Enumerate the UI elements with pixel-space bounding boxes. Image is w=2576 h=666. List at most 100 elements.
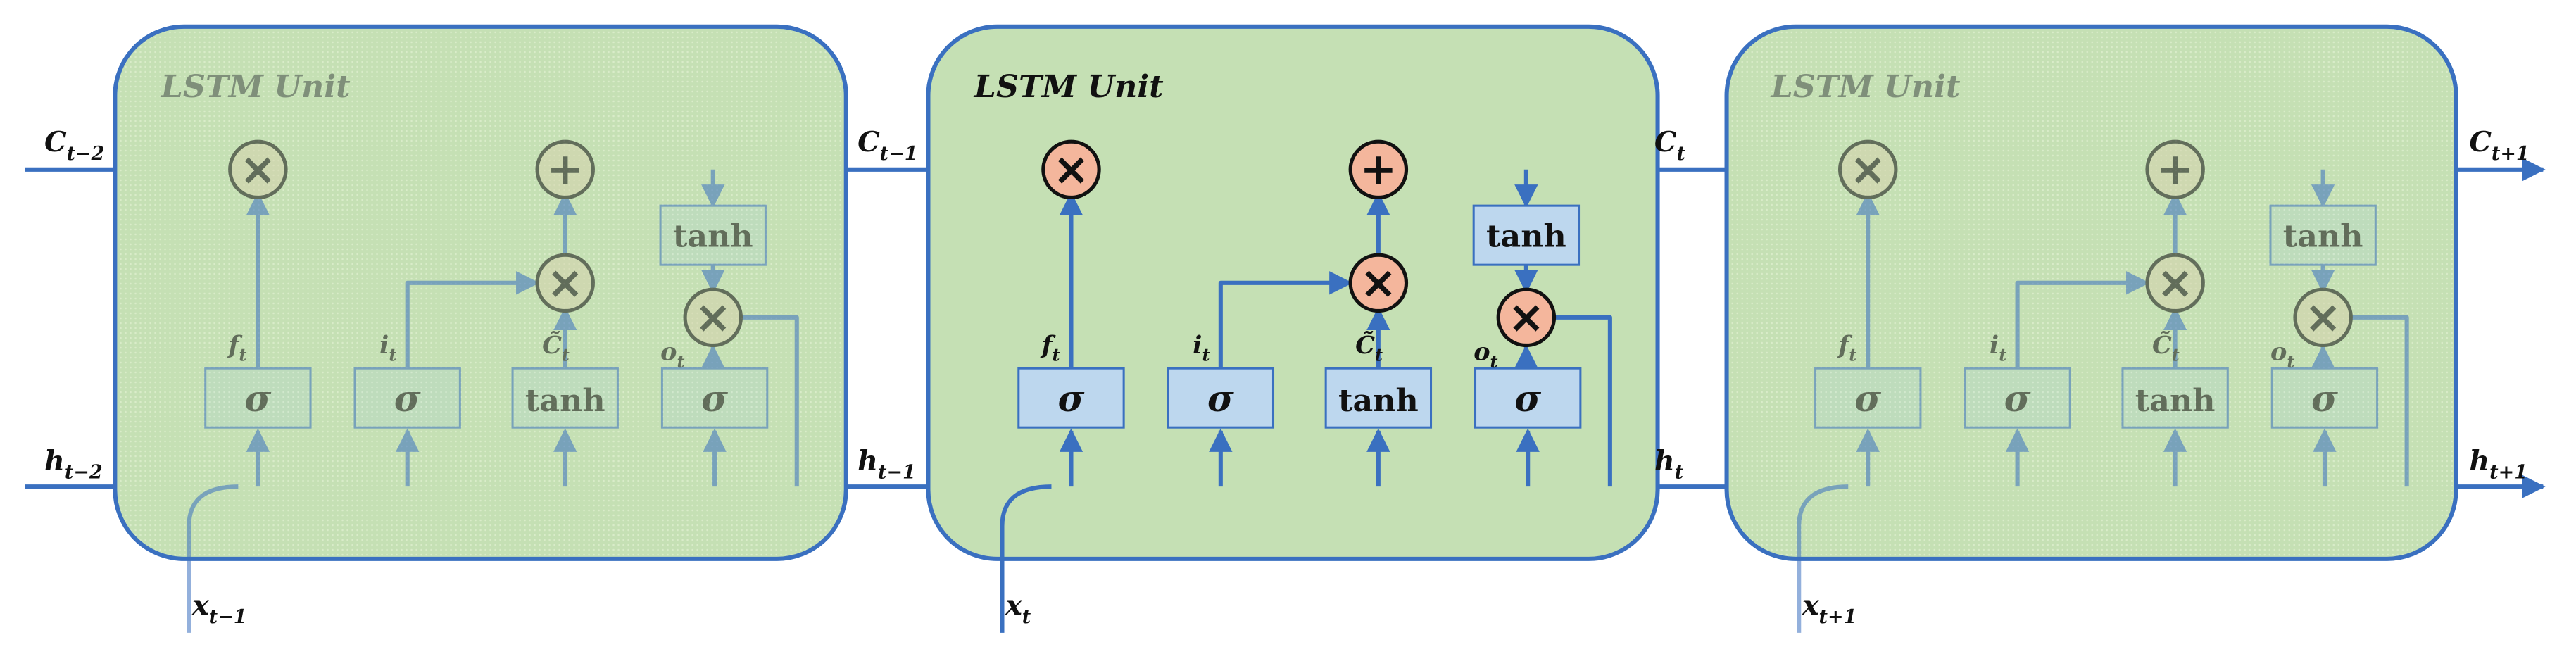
- output-multiply-op-symbol: ×: [694, 291, 731, 343]
- hidden-state-label: ht: [1654, 445, 1684, 484]
- lstm-unit-title: LSTM Unit: [1770, 68, 1961, 105]
- forget-multiply-op-symbol: ×: [239, 144, 277, 195]
- cell-output-label-symbol: C: [2469, 126, 2492, 158]
- gate-box: [1017, 367, 1125, 429]
- input-line: [1000, 484, 1052, 633]
- input-gate-out-line: [1218, 271, 1353, 369]
- cell-add-op: [1348, 139, 1409, 200]
- gate-box: [1167, 367, 1275, 429]
- sigmoid-gate-label: σ: [1058, 378, 1085, 420]
- sigmoid-gate-label: σ: [1207, 378, 1234, 420]
- input-label: xt: [1005, 589, 1031, 628]
- input-multiply-op: [1348, 253, 1409, 313]
- cell-tanh-box: [2269, 204, 2377, 266]
- input-multiply-op-symbol: ×: [1359, 257, 1397, 308]
- gate-box: [204, 367, 312, 429]
- output-multiply-op-symbol: ×: [2304, 291, 2342, 343]
- input-label-subscript: t: [1022, 606, 1031, 628]
- forget-multiply-op: [1838, 139, 1898, 200]
- hidden-out-line: [1554, 315, 1612, 487]
- hidden-state-label-symbol: h: [1654, 445, 1675, 477]
- cell-state-label-symbol: C: [857, 126, 880, 158]
- gate-box: [2121, 367, 2229, 429]
- gate-output-label-subscript: t: [2287, 352, 2294, 372]
- hidden-state-label: ht−2: [44, 445, 103, 484]
- input-label-symbol: x: [1802, 589, 1820, 622]
- cell-state-label: Ct−2: [44, 126, 104, 165]
- gate-output-label-subscript: t: [2172, 346, 2180, 365]
- hidden-output-label-symbol: h: [2469, 445, 2489, 477]
- gate-output-label: ot: [660, 338, 684, 372]
- output-multiply-op: [2293, 287, 2353, 348]
- gate-output-label-subscript: t: [677, 352, 684, 372]
- tanh-gate-label: tanh: [2135, 382, 2216, 419]
- cell-tanh-box: [1472, 204, 1581, 266]
- gate-output-label: ot: [1474, 338, 1497, 372]
- gate-box: [1814, 367, 1922, 429]
- hidden-out-line: [741, 315, 799, 487]
- tanh-gate-label: tanh: [525, 382, 605, 419]
- hidden-state-label-subscript: t−2: [65, 462, 103, 484]
- cell-state-label: Ct: [1654, 126, 1686, 165]
- cell-output-label-subscript: t+1: [2492, 143, 2530, 165]
- gate-box: [660, 367, 769, 429]
- input-label-subscript: t−1: [209, 606, 247, 628]
- hidden-state-label-subscript: t−1: [878, 462, 916, 484]
- cell-add-op-symbol: +: [2156, 144, 2194, 195]
- cell-tanh-box: [659, 204, 767, 266]
- gate-output-label: it: [1990, 331, 2006, 365]
- gate-box: [1324, 367, 1433, 429]
- sigmoid-gate-label: σ: [701, 378, 728, 420]
- cell-state-label-symbol: C: [1654, 126, 1677, 158]
- gate-output-label-subscript: t: [1490, 352, 1498, 372]
- gate-output-label-subscript: t: [389, 346, 396, 365]
- cell-add-op-symbol: +: [1359, 144, 1397, 195]
- input-label-symbol: x: [191, 589, 210, 622]
- gate-output-label-subscript: t: [1202, 346, 1210, 365]
- gate-output-label: C̃t: [542, 331, 570, 365]
- forget-multiply-op-symbol: ×: [1849, 144, 1887, 195]
- cell-tanh-label: tanh: [1486, 218, 1566, 254]
- tanh-gate-label: tanh: [1338, 382, 1419, 419]
- gate-output-label: ot: [2270, 338, 2294, 372]
- input-multiply-op: [535, 253, 595, 313]
- output-multiply-op: [1496, 287, 1557, 348]
- sigmoid-gate-label: σ: [2004, 378, 2031, 420]
- gate-output-label-subscript: t: [1053, 346, 1060, 365]
- gate-output-label-subscript: t: [1999, 346, 2006, 365]
- gate-output-label-subscript: t: [239, 346, 246, 365]
- output-multiply-op-symbol: ×: [1507, 291, 1545, 343]
- cell-state-label-subscript: t−1: [880, 143, 918, 165]
- hidden-out-line: [2351, 315, 2409, 487]
- lstm-unit-box: [926, 24, 1660, 561]
- cell-tanh-label: tanh: [2283, 218, 2363, 254]
- cell-state-label-subscript: t−2: [67, 143, 105, 165]
- gate-box: [1474, 367, 1582, 429]
- forget-multiply-op: [1041, 139, 1101, 200]
- gate-output-label: it: [1193, 331, 1210, 365]
- sigmoid-gate-label: σ: [394, 378, 421, 420]
- hidden-state-label-subscript: t: [1675, 462, 1684, 484]
- gate-output-label: C̃t: [2152, 331, 2180, 365]
- gate-output-label-symbol: o: [2270, 338, 2287, 367]
- gate-output-label-symbol: i: [1990, 331, 1999, 360]
- cell-state-label-symbol: C: [44, 126, 67, 158]
- gate-output-label: C̃t: [1355, 331, 1383, 365]
- sigmoid-gate-label: σ: [1854, 378, 1881, 420]
- hidden-state-label: ht−1: [857, 445, 916, 484]
- cell-add-op: [535, 139, 595, 200]
- input-line: [187, 484, 239, 633]
- lstm-unit-box: [113, 24, 848, 561]
- gate-output-label-symbol: C̃: [2152, 331, 2172, 360]
- sigmoid-gate-label: σ: [244, 378, 271, 420]
- lstm-unit-title: LSTM Unit: [973, 68, 1164, 105]
- gate-output-label: it: [379, 331, 396, 365]
- cell-state-label-subscript: t: [1676, 143, 1685, 165]
